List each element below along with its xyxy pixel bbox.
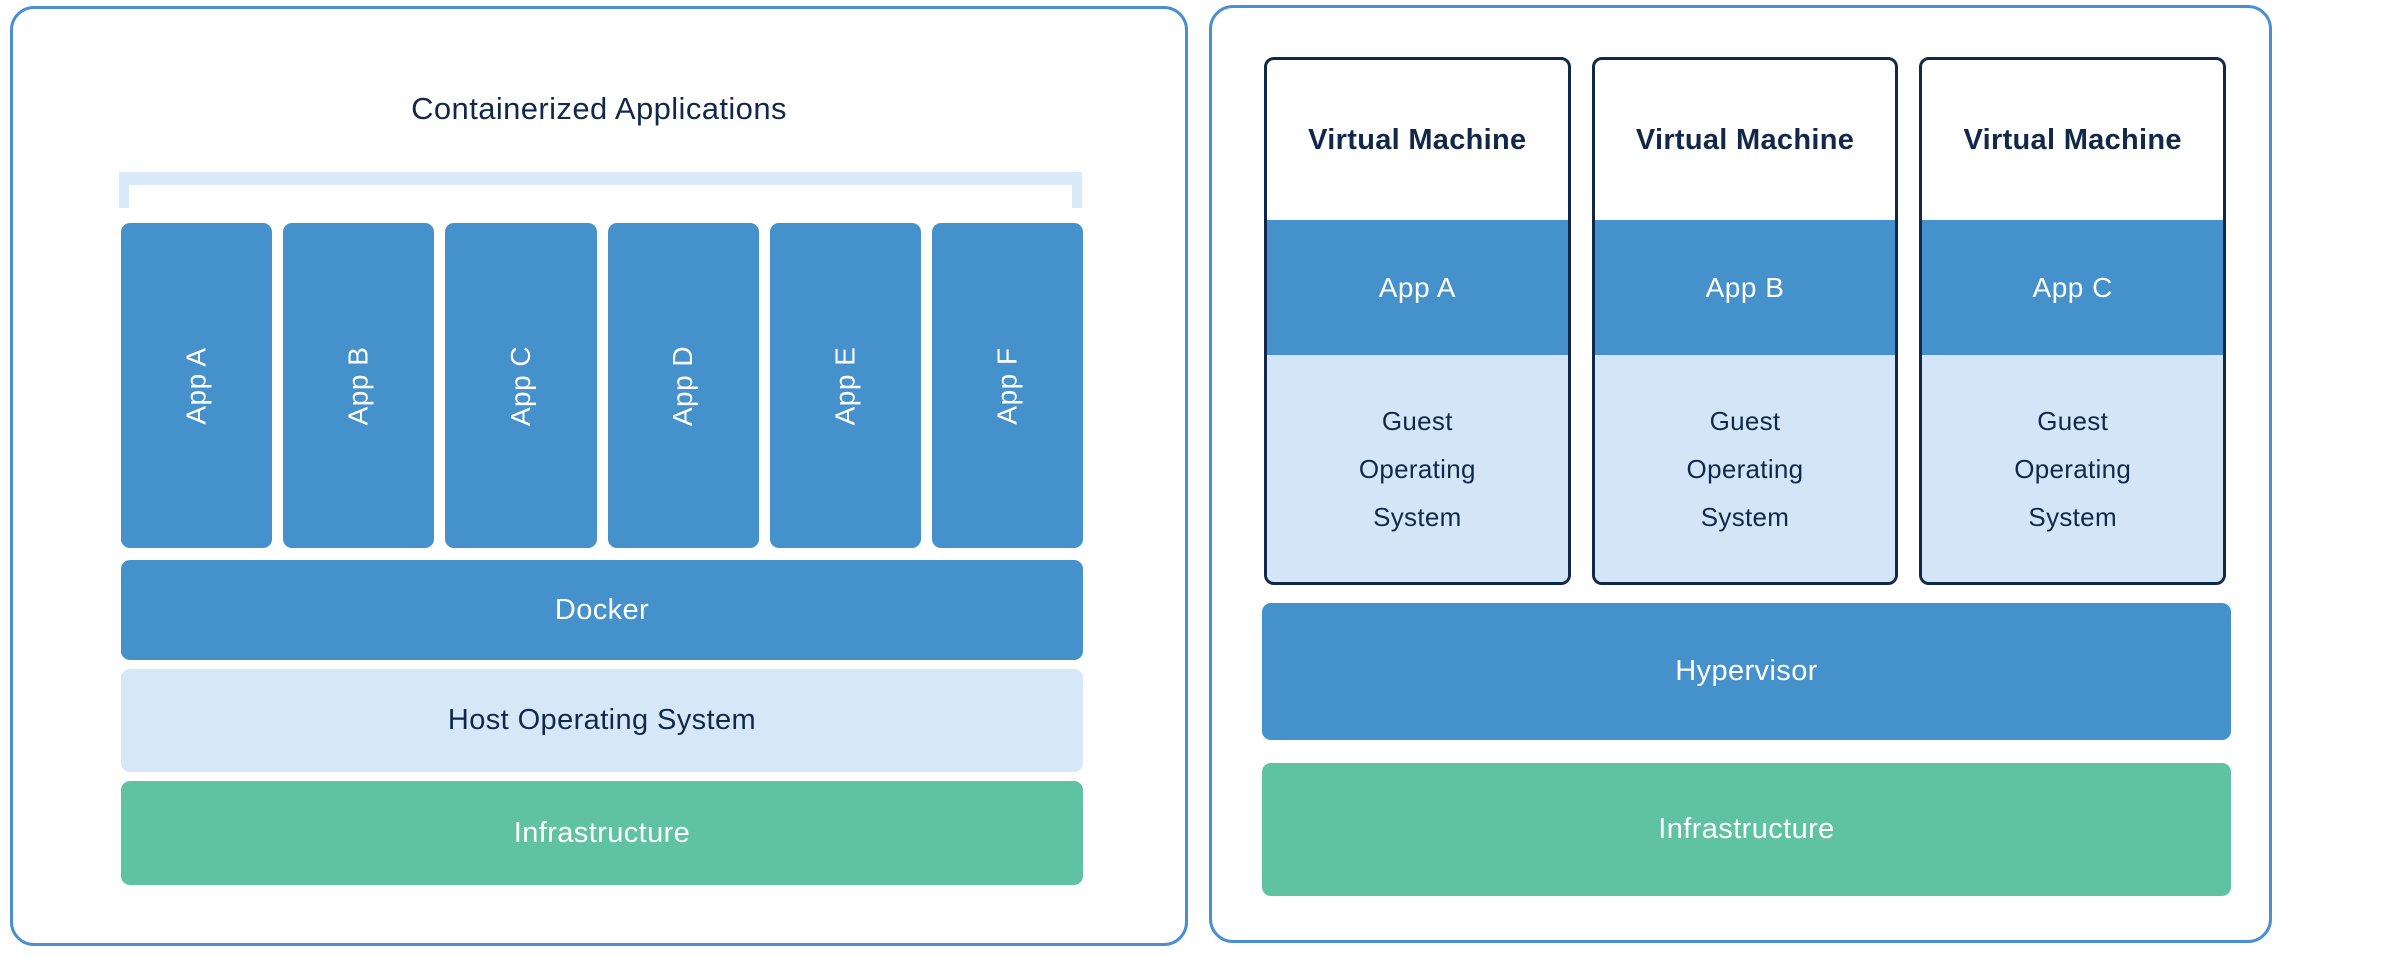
infrastructure-layer: Infrastructure (121, 781, 1083, 885)
virtual-machines-panel: Virtual Machine App A Guest Operating Sy… (1209, 5, 2272, 943)
vm-title: Virtual Machine (1963, 123, 2182, 156)
container-app-label: App A (180, 346, 212, 425)
vm-box: Virtual Machine App C Guest Operating Sy… (1919, 57, 2227, 585)
container-app-column: App C (445, 223, 597, 548)
vm-box: Virtual Machine App A Guest Operating Sy… (1264, 57, 1571, 585)
vm-app-block: App B (1594, 220, 1896, 355)
vm-row: Virtual Machine App A Guest Operating Sy… (1264, 57, 2227, 585)
vm-title: Virtual Machine (1635, 123, 1855, 156)
container-app-column: App D (607, 223, 759, 548)
container-app-column: App A (121, 223, 273, 548)
vm-title: Virtual Machine (1308, 123, 1527, 156)
container-app-label: App F (991, 346, 1023, 425)
docker-layer: Docker (121, 560, 1083, 660)
guest-os-label: Guest Operating System (2014, 405, 2132, 532)
container-app-label: App C (504, 345, 536, 426)
container-app-column: App F (931, 223, 1084, 548)
container-apps-row: App A App B App C App D App E App F (121, 223, 1084, 548)
apps-group-bracket (119, 172, 1082, 208)
host-os-layer: Host Operating System (121, 669, 1083, 772)
container-app-label: App E (829, 346, 861, 425)
containers-panel: Containerized Applications App A App B A… (10, 6, 1188, 946)
infrastructure-layer: Infrastructure (1262, 763, 2231, 896)
guest-os-block: Guest Operating System (1922, 355, 2224, 582)
container-app-column: App E (769, 223, 921, 548)
guest-os-block: Guest Operating System (1594, 355, 1896, 582)
containers-panel-title: Containerized Applications (411, 91, 787, 126)
container-app-label: App D (667, 345, 699, 426)
guest-os-block: Guest Operating System (1267, 355, 1568, 582)
container-app-column: App B (283, 223, 435, 548)
hypervisor-layer: Hypervisor (1262, 603, 2231, 740)
guest-os-label: Guest Operating System (1686, 405, 1804, 532)
vm-app-block: App C (1922, 220, 2224, 355)
container-app-label: App B (342, 346, 374, 425)
vm-app-block: App A (1267, 220, 1568, 355)
vm-box: Virtual Machine App B Guest Operating Sy… (1591, 57, 1899, 585)
guest-os-label: Guest Operating System (1358, 405, 1476, 532)
